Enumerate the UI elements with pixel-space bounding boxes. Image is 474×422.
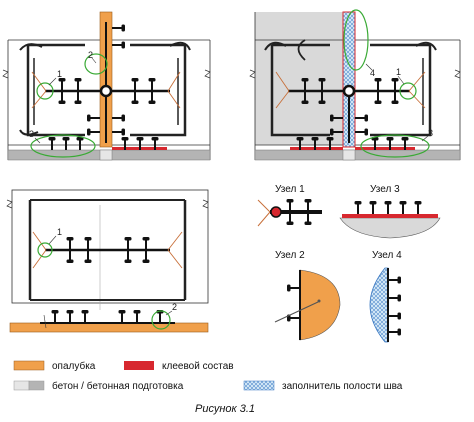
legend: опалубка клеевой состав бетон / бетонная… [13, 360, 403, 392]
callout-3-d2: 3 [428, 128, 433, 138]
detail-node-4 [369, 267, 401, 343]
callout-1-d1: 1 [57, 69, 62, 79]
detail-label-1: Узел 1 [275, 184, 305, 195]
legend-filler: заполнитель полости шва [282, 381, 403, 392]
callout-2-d1: 2 [88, 50, 93, 60]
legend-formwork: опалубка [52, 360, 96, 372]
callout-4-d2: 4 [370, 68, 375, 78]
diagram-vertical-joint-filler [249, 9, 461, 161]
detail-node-2 [274, 269, 341, 341]
detail-label-4: Узел 4 [372, 250, 402, 261]
detail-label-3: Узел 3 [370, 184, 400, 195]
detail-node-1 [257, 199, 322, 227]
legend-swatch-filler [243, 380, 275, 391]
callout-1-d2: 1 [396, 67, 401, 77]
legend-swatch-adhesive [124, 361, 154, 370]
diagram-vertical-joint-formwork [2, 11, 211, 161]
legend-swatch-concrete-light [13, 380, 30, 391]
detail-node-3 [339, 201, 441, 239]
legend-concrete: бетон / бетонная подготовка [52, 380, 184, 392]
legend-adhesive: клеевой состав [162, 361, 234, 372]
detail-label-2: Узел 2 [275, 250, 305, 261]
callout-1-d3: 1 [57, 227, 62, 237]
diagram-horizontal-joint [6, 189, 209, 333]
legend-swatch-concrete-dark [28, 380, 45, 391]
legend-swatch-formwork [13, 360, 45, 371]
figure-caption: Рисунок 3.1 [195, 403, 255, 415]
callout-2-d3: 2 [172, 302, 177, 312]
callout-3-d1: 3 [29, 129, 34, 139]
